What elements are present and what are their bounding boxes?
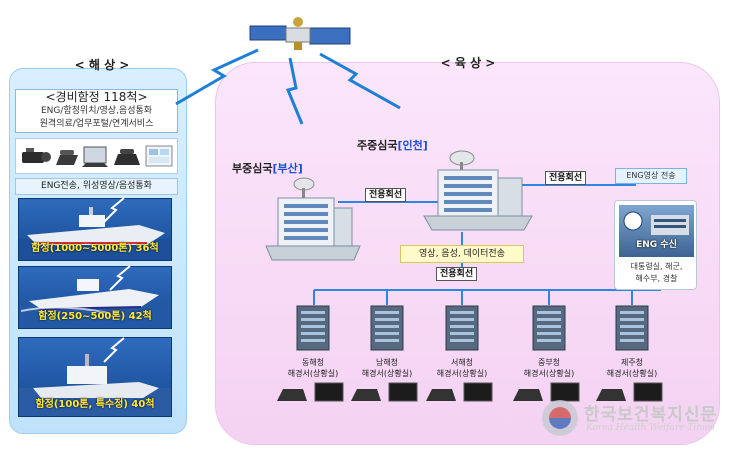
patrol-ship-title: <경비함정 118척> bbox=[45, 90, 148, 104]
branch-office-west-name: 서해청 bbox=[450, 358, 474, 367]
dedicated-line-tag-branches: 전용회선 bbox=[436, 267, 478, 281]
sub-hq-prefix: 부중심국 bbox=[232, 162, 273, 175]
branch-office-jeju-name: 제주청 bbox=[620, 358, 644, 367]
branch-building-icon bbox=[532, 305, 566, 351]
receive-building-illustration bbox=[623, 211, 689, 235]
branch-office-east-name: 동해청 bbox=[301, 358, 325, 367]
eng-receive-orgs: 대통령실, 해군, 해수부, 경찰 bbox=[615, 261, 698, 285]
ship-photo-large: 함정(1000~5000톤) 36척 bbox=[18, 198, 172, 261]
main-hq-label: 주중심국[인천] bbox=[357, 137, 428, 153]
camera-icon bbox=[22, 148, 51, 163]
dedicated-line-tag-sub: 전용회선 bbox=[365, 188, 407, 202]
branch-office-central-room: 해경서(상황실) bbox=[523, 369, 575, 378]
ship-photo-medium: 함정(250~500톤) 42척 bbox=[18, 266, 172, 329]
devices-illustration bbox=[22, 145, 173, 167]
patrol-ship-box: <경비함정 118척> ENG/함정위치/영상,음성통화 원격의료/업무포털/연… bbox=[15, 89, 178, 133]
watermark-logo-icon bbox=[542, 400, 578, 436]
branch-office-south-room: 해경서(상황실) bbox=[361, 369, 413, 378]
sub-hq-city: [부산] bbox=[272, 162, 303, 175]
ship-small-label: 함정(100톤, 특수정) 40척 bbox=[35, 399, 155, 410]
small-ship-illustration bbox=[19, 354, 171, 416]
watermark-subtitle: Korea Health Welfare Times bbox=[586, 423, 715, 433]
sub-hq-building bbox=[265, 177, 361, 261]
sub-hq-label: 부중심국[부산] bbox=[232, 160, 303, 176]
branch-phone-screen-icon bbox=[351, 382, 418, 402]
eng-receive-photo bbox=[619, 205, 694, 257]
branch-office-south: 남해청 해경서(상황실) bbox=[347, 304, 427, 408]
branch-office-jeju: 제주청 해경서(상황실) bbox=[592, 304, 672, 408]
main-hq-building bbox=[423, 150, 533, 231]
watermark-title: 한국보건복지신문 bbox=[584, 405, 718, 425]
watermark: 한국보건복지신문 Korea Health Welfare Times bbox=[540, 398, 730, 440]
branch-phone-screen-icon bbox=[426, 382, 493, 402]
ship-large-label: 함정(1000~5000톤) 36척 bbox=[31, 243, 159, 254]
land-title: < 육 상 > bbox=[440, 56, 496, 70]
dedicated-line-tag-eng: 전용회선 bbox=[545, 171, 587, 185]
eng-transfer-label: ENG전송, 위성영상/음성통화 bbox=[15, 178, 178, 195]
screen-icon bbox=[145, 145, 173, 167]
patrol-services-line2: 원격의료/업무포털/연계서비스 bbox=[39, 119, 154, 129]
video-phone-icon bbox=[82, 146, 108, 167]
data-transfer-label: 영상, 음성, 데이터전송 bbox=[400, 245, 524, 263]
branch-office-west: 서해청 해경서(상황실) bbox=[422, 304, 502, 408]
medium-ship-illustration bbox=[19, 279, 171, 328]
telephone-icon bbox=[114, 149, 140, 165]
ship-medium-label: 함정(250~500톤) 42척 bbox=[38, 311, 152, 322]
phone-icon bbox=[56, 150, 78, 165]
branch-building-icon bbox=[296, 305, 330, 351]
patrol-services-line1: ENG/함정위치/영상,음성통화 bbox=[40, 106, 153, 116]
eng-receive-orgs-line1: 대통령실, 해군, bbox=[630, 262, 683, 271]
branch-office-central-name: 중부청 bbox=[537, 358, 561, 367]
branch-phone-screen-icon bbox=[596, 382, 663, 402]
ship-photo-small: 함정(100톤, 특수정) 40척 bbox=[18, 337, 172, 417]
sea-title: < 해 상 > bbox=[74, 58, 130, 72]
branch-phone-screen-icon bbox=[277, 382, 344, 402]
branch-building-icon bbox=[445, 305, 479, 351]
eng-video-tag: ENG영상 전송 bbox=[615, 168, 687, 184]
branch-office-east: 동해청 해경서(상황실) bbox=[273, 304, 353, 408]
eng-receive-orgs-line2: 해수부, 경찰 bbox=[635, 274, 678, 283]
eng-receive-title: ENG 수신 bbox=[636, 240, 677, 250]
branch-office-east-room: 해경서(상황실) bbox=[287, 369, 339, 378]
branch-building-icon bbox=[370, 305, 404, 351]
branch-office-jeju-room: 해경서(상황실) bbox=[606, 369, 658, 378]
branch-office-south-name: 남해청 bbox=[375, 358, 399, 367]
large-ship-illustration bbox=[19, 207, 171, 260]
satellite-icon bbox=[249, 17, 351, 50]
branch-building-icon bbox=[615, 305, 649, 351]
eng-receive-box: ENG 수신 대통령실, 해군, 해수부, 경찰 bbox=[614, 200, 697, 290]
main-hq-city: [인천] bbox=[397, 139, 428, 152]
branch-office-west-room: 해경서(상황실) bbox=[436, 369, 488, 378]
main-hq-prefix: 주중심국 bbox=[357, 139, 398, 152]
devices-strip bbox=[15, 138, 178, 174]
branch-office-central: 중부청 해경서(상황실) bbox=[509, 304, 589, 408]
